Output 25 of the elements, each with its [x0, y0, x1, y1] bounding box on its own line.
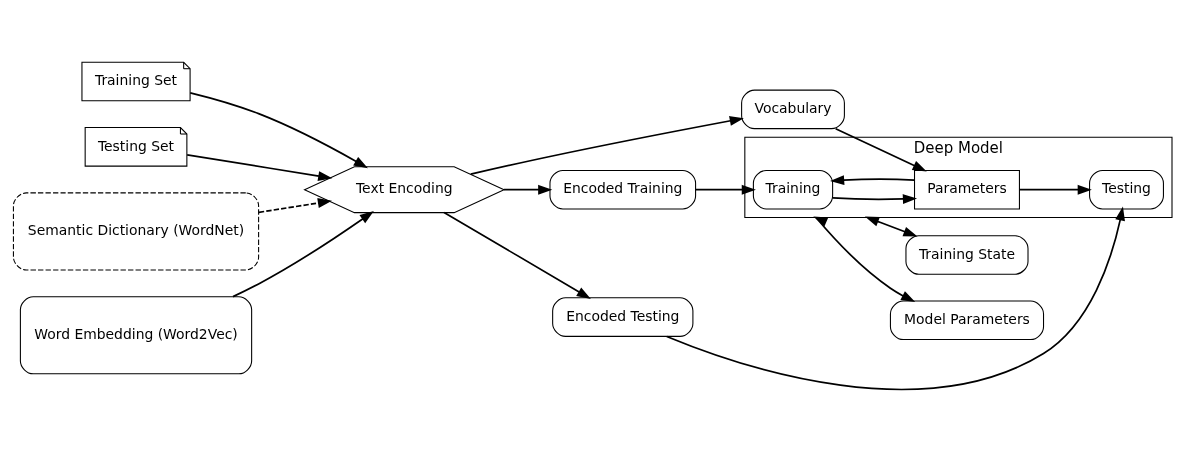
- node-box: Testing: [1089, 169, 1164, 210]
- arrow: [1018, 184, 1092, 195]
- arrow: [864, 216, 918, 237]
- arrow: [830, 175, 916, 186]
- node-box: Encoded Testing: [552, 297, 694, 337]
- arrow: [503, 184, 553, 195]
- arrow: [813, 216, 916, 303]
- node-box: Parameters: [914, 169, 1020, 210]
- node-box: Word Embedding (Word2Vec): [19, 296, 253, 375]
- arrow: [232, 211, 374, 298]
- node-box: Vocabulary: [741, 89, 845, 130]
- arrow: [665, 206, 1125, 391]
- arrow: [469, 116, 744, 176]
- node-box: Model Parameters: [889, 300, 1045, 341]
- arrow: [189, 92, 368, 169]
- arrow: [694, 184, 756, 195]
- node-box: Semantic Dictionary (WordNet): [12, 192, 260, 271]
- arrow: [186, 154, 333, 181]
- node-box: Encoded Training: [549, 169, 697, 210]
- node-box: Training State: [905, 235, 1029, 275]
- arrow: [831, 194, 918, 204]
- arrow: [834, 127, 927, 172]
- node-box: Training: [752, 169, 834, 210]
- arrow: [258, 198, 332, 214]
- arrow: [443, 211, 591, 299]
